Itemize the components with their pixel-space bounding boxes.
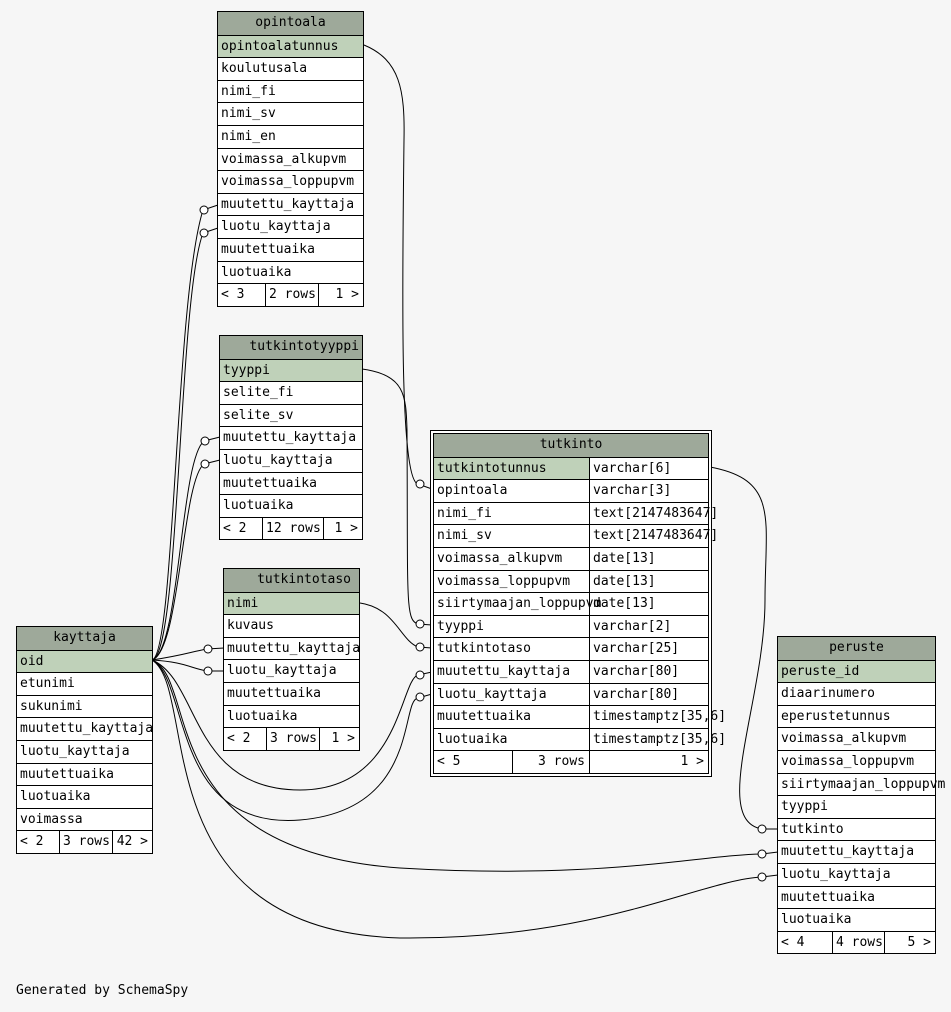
table-footer: < 2 3 rows 42 > — [17, 830, 152, 853]
parents-count[interactable]: < 5 — [437, 754, 461, 770]
column: tutkinto — [778, 817, 935, 841]
parents-count[interactable]: < 2 — [223, 520, 247, 536]
table-footer: < 2 12 rows 1 > — [220, 516, 362, 540]
table-title: tutkinto — [434, 434, 708, 457]
column: muutettuaika — [224, 681, 359, 705]
column: luotuaika — [220, 494, 362, 517]
column: voimassa — [17, 807, 152, 831]
pk-column: oid — [17, 649, 152, 673]
parents-count[interactable]: < 2 — [227, 731, 251, 747]
column: luotuaika — [224, 704, 359, 728]
table-footer: < 4 4 rows 5 > — [778, 930, 935, 954]
row-count: 4 rows — [832, 931, 884, 954]
column: muutettuaika timestamptz[35,6] — [434, 705, 726, 728]
column: tyyppi — [778, 795, 935, 818]
table-tutkinto[interactable]: tutkinto tutkintotunnus varchar[6] opint… — [430, 430, 726, 777]
children-count[interactable]: 1 > — [589, 751, 708, 773]
pk-column: tyyppi — [220, 358, 362, 382]
column: luotu_kayttaja — [224, 659, 359, 682]
column: luotuaika timestamptz[35,6] — [434, 727, 726, 751]
pk-column: opintoalatunnus — [218, 34, 363, 58]
column: muutettu_kayttaja — [778, 840, 935, 863]
column: voimassa_loppupvm — [778, 749, 935, 773]
column: muutettuaika — [220, 471, 362, 495]
column: luotu_kayttaja varchar[80] — [434, 682, 708, 706]
column: nimi_fi — [218, 79, 363, 103]
table-footer: < 5 3 rows 1 > — [434, 750, 708, 773]
children-count[interactable]: 1 > — [323, 517, 362, 540]
column: muutettu_kayttaja — [17, 717, 153, 740]
column: luotu_kayttaja — [220, 448, 362, 472]
column: opintoala varchar[3] — [434, 479, 708, 502]
column: muutettuaika — [778, 885, 935, 909]
column: voimassa_alkupvm — [778, 727, 935, 750]
column: voimassa_loppupvm date[13] — [434, 569, 708, 593]
table-title: tutkintotaso — [224, 569, 359, 592]
column: luotuaika — [17, 785, 152, 808]
table-kayttaja[interactable]: kayttaja oid etunimi sukunimi muutettu_k… — [16, 626, 153, 854]
column: muutettu_kayttaja — [218, 192, 363, 216]
column: muutettu_kayttaja — [220, 426, 362, 449]
column: selite_fi — [220, 381, 362, 404]
parents-count[interactable]: < 4 — [781, 934, 805, 950]
column: voimassa_alkupvm date[13] — [434, 546, 708, 570]
generated-by-text: Generated by SchemaSpy — [16, 983, 189, 998]
table-footer: < 3 2 rows 1 > — [218, 283, 363, 306]
table-title: tutkintotyyppi — [220, 336, 362, 359]
row-count: 2 rows — [265, 284, 318, 306]
row-count: 3 rows — [512, 751, 589, 773]
column: siirtymaajan_loppupvm — [778, 772, 945, 796]
row-count: 3 rows — [59, 831, 112, 853]
column: nimi_fi text[2147483647] — [434, 501, 718, 525]
column: muutettu_kayttaja varchar[80] — [434, 659, 708, 683]
column: etunimi — [17, 672, 152, 695]
children-count[interactable]: 5 > — [884, 931, 935, 954]
column: eperustetunnus — [778, 704, 935, 728]
column: koulutusala — [218, 57, 363, 80]
table-footer: < 2 3 rows 1 > — [224, 727, 359, 750]
children-count[interactable]: 42 > — [112, 831, 152, 853]
column: luotu_kayttaja — [218, 215, 363, 238]
column: nimi_en — [218, 124, 363, 148]
column: muutettuaika — [218, 237, 363, 261]
table-tutkintotyyppi[interactable]: tutkintotyyppi tyyppi selite_fi selite_s… — [219, 335, 363, 541]
table-opintoala[interactable]: opintoala opintoalatunnus koulutusala ni… — [217, 11, 364, 307]
children-count[interactable]: 1 > — [318, 284, 363, 306]
row-count: 12 rows — [262, 517, 323, 540]
column: siirtymaajan_loppupvm date[13] — [434, 592, 708, 615]
column: nimi_sv text[2147483647] — [434, 524, 718, 547]
column: sukunimi — [17, 694, 152, 718]
column: kuvaus — [224, 614, 359, 637]
table-title: kayttaja — [17, 627, 152, 650]
pk-column: nimi — [224, 591, 359, 615]
column: luotuaika — [218, 260, 363, 284]
parents-count[interactable]: < 2 — [20, 834, 44, 850]
column: luotuaika — [778, 908, 935, 931]
pk-column: tutkintotunnus varchar[6] — [434, 456, 708, 480]
parents-count[interactable]: < 3 — [221, 287, 245, 303]
table-title: opintoala — [218, 12, 363, 35]
column: luotu_kayttaja — [778, 862, 935, 886]
table-peruste[interactable]: peruste peruste_id diaarinumero eperuste… — [777, 636, 945, 955]
column: voimassa_loppupvm — [218, 170, 363, 193]
pk-column: peruste_id — [778, 659, 935, 683]
children-count[interactable]: 1 > — [319, 728, 359, 750]
column: voimassa_alkupvm — [218, 147, 363, 171]
column: luotu_kayttaja — [17, 739, 152, 763]
column: muutettu_kayttaja — [224, 636, 360, 660]
column: tyyppi varchar[2] — [434, 614, 708, 638]
table-title: peruste — [778, 637, 935, 660]
column: tutkintotaso varchar[25] — [434, 637, 708, 660]
table-tutkintotaso[interactable]: tutkintotaso nimi kuvaus muutettu_kaytta… — [223, 568, 360, 751]
column: diaarinumero — [778, 682, 935, 705]
column: muutettuaika — [17, 762, 152, 786]
column: selite_sv — [220, 403, 362, 427]
row-count: 3 rows — [266, 728, 319, 750]
column: nimi_sv — [218, 102, 363, 125]
